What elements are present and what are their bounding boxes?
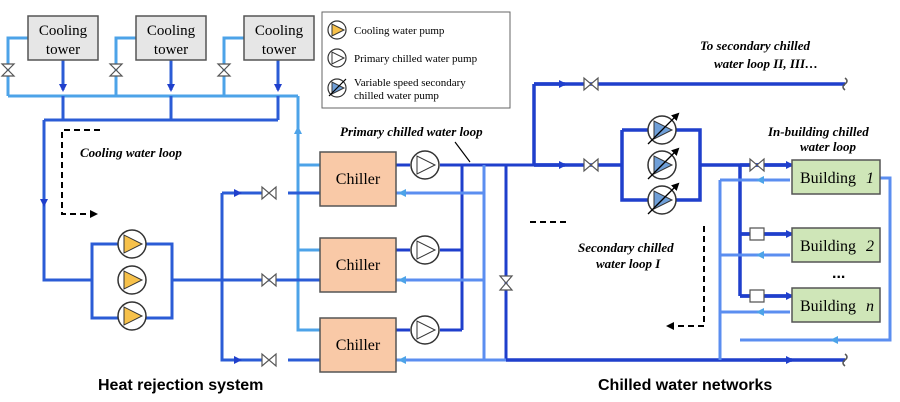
pipe-break-top [842,77,848,91]
legend-primary-pump: Primary chilled water pump [354,53,478,65]
tower-label-line1: Cooling [255,23,304,39]
pipe-break-bottom [842,353,848,367]
primary-pump-1 [410,150,440,180]
secondary-return-pipes [718,176,892,360]
secondary-pump-1 [647,112,680,145]
secondary-pump-2 [647,147,680,180]
valve-icon [261,272,277,288]
valve-icon [749,157,765,173]
primary-pump-2 [410,235,440,265]
primary-loop-label: Primary chilled water loop [340,124,483,139]
valve-icon [261,352,277,368]
secondary-loop-dashed-arrow-2 [666,226,705,330]
building-1: Building 1 [791,159,881,195]
primary-loop-pointer [454,141,471,163]
building-index: 1 [866,170,874,187]
primary-pump-3 [410,315,440,345]
valve-icon [749,227,765,241]
tower-label-line2: tower [154,42,188,58]
secondary-pump-3 [647,182,680,215]
cooling-loop-label: Cooling water loop [80,145,182,160]
heat-rejection-label: Heat rejection system [98,377,263,394]
cooling-pump-1 [117,229,147,259]
chilled-networks-label: Chilled water networks [598,377,772,394]
tower-label-line2: tower [46,42,80,58]
building-2: Building 2 [791,227,881,263]
valve-icon [749,289,765,303]
tower-label-line2: tower [262,42,296,58]
secondary-loop-i-label-2: water loop I [596,256,661,271]
in-building-label-2: water loop [800,139,856,154]
chiller-3: Chiller [319,317,397,373]
tower-outlet-pipes [42,60,280,282]
secondary-loop-ii-label-2: water loop II, III… [714,56,818,71]
building-index: n [866,298,874,315]
legend-secondary-pump-1: Variable speed secondary [354,77,466,89]
chiller-label: Chiller [336,337,381,354]
building-label: Building [800,298,856,315]
chiller-label: Chiller [336,171,381,188]
cooling-pump-3 [117,301,147,331]
building-label: Building [800,170,856,187]
tower-label-line1: Cooling [39,23,88,39]
cooling-loop-dashed-arrow [61,129,100,218]
building-n: Building n [791,287,881,323]
chiller-2: Chiller [319,237,397,293]
valves [0,63,765,368]
cooling-tower-1: Cooling tower [27,15,99,61]
building-index: 2 [866,238,874,255]
secondary-loop-ii-label-1: To secondary chilled [700,38,811,53]
valve-icon [498,275,514,291]
in-building-label-1: In-building chilled [767,124,869,139]
building-ellipsis: ... [832,265,845,282]
valve-icon [216,63,232,77]
building-label: Building [800,238,856,255]
valve-icon [0,63,16,77]
legend-secondary-pump-2: chilled water pump [354,90,439,102]
valve-icon [583,157,599,173]
secondary-loop-i-label-1: Secondary chilled [578,240,674,255]
chiller-1: Chiller [319,151,397,207]
valve-icon [108,63,124,77]
cooling-pump-2 [117,265,147,295]
valve-icon [583,76,599,92]
valve-icon [261,185,277,201]
cooling-water-pipes [6,36,320,332]
tower-label-line1: Cooling [147,23,196,39]
legend-cooling-pump: Cooling water pump [354,25,445,37]
legend: Cooling water pump Primary chilled water… [321,11,511,109]
cooling-tower-3: Cooling tower [243,15,315,61]
cooling-tower-2: Cooling tower [135,15,207,61]
chiller-label: Chiller [336,257,381,274]
